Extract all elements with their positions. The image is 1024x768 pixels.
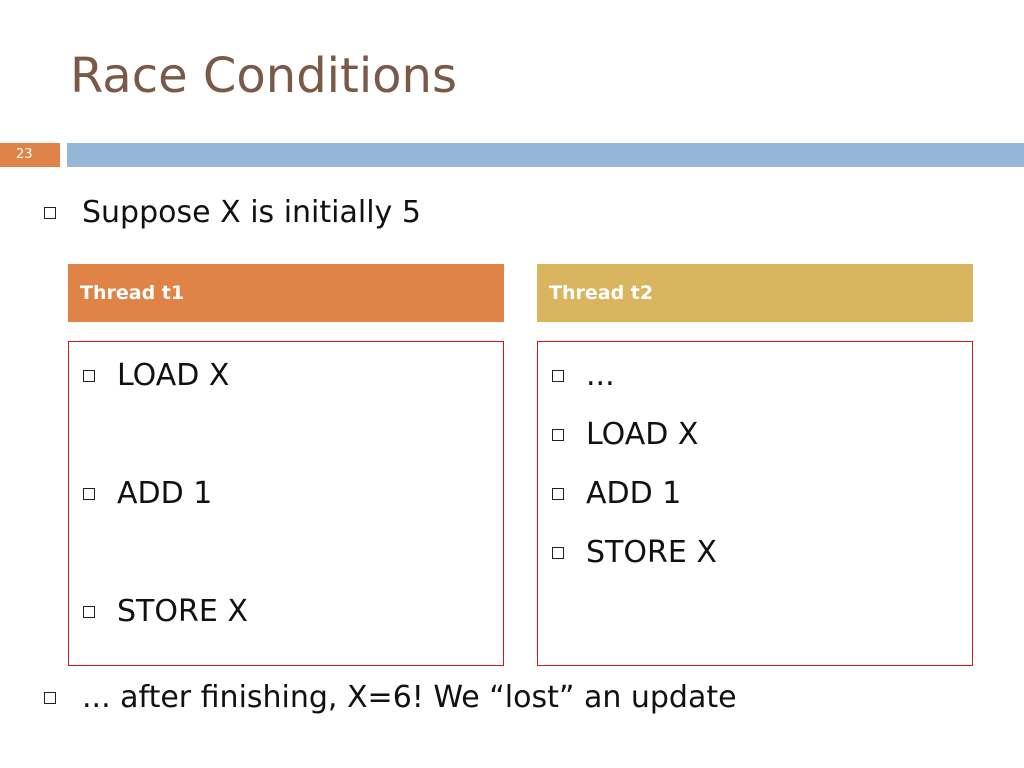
thread-t2-header: Thread t2 (537, 264, 973, 322)
step-text: LOAD X (117, 358, 230, 393)
thread-t1-header-label: Thread t1 (80, 282, 185, 304)
square-bullet-icon (552, 547, 564, 559)
square-bullet-icon (552, 370, 564, 382)
slide-title: Race Conditions (70, 48, 457, 104)
bullet-conclusion: ... after finishing, X=6! We “lost” an u… (44, 678, 737, 718)
square-bullet-icon (552, 488, 564, 500)
step-text: ADD 1 (586, 476, 682, 511)
square-bullet-icon (83, 488, 95, 500)
square-bullet-icon (83, 606, 95, 618)
thread-t2-step: LOAD X (552, 415, 698, 455)
thread-t1-step: ADD 1 (83, 474, 212, 514)
step-text: STORE X (586, 535, 717, 570)
title-divider-bar (67, 143, 1024, 167)
thread-t2-step: STORE X (552, 533, 717, 573)
square-bullet-icon (83, 370, 95, 382)
square-bullet-icon (552, 429, 564, 441)
thread-t2-steps-box: ... LOAD X ADD 1 STORE X (537, 341, 973, 666)
step-text: LOAD X (586, 417, 699, 452)
square-bullet-icon (44, 207, 56, 219)
step-text: ... (586, 358, 615, 393)
thread-t1-header: Thread t1 (68, 264, 504, 322)
page-number: 23 (16, 147, 33, 162)
page-number-badge: 23 (0, 143, 60, 167)
thread-t1-step: STORE X (83, 592, 248, 632)
bullet-text: ... after finishing, X=6! We “lost” an u… (82, 680, 737, 715)
bullet-initial-condition: Suppose X is initially 5 (44, 193, 421, 233)
thread-t1-step: LOAD X (83, 356, 229, 396)
square-bullet-icon (44, 692, 56, 704)
thread-t2-header-label: Thread t2 (549, 282, 654, 304)
step-text: ADD 1 (117, 476, 213, 511)
bullet-text: Suppose X is initially 5 (82, 195, 421, 230)
thread-t2-step: ... (552, 356, 615, 396)
thread-t1-steps-box: LOAD X ADD 1 STORE X (68, 341, 504, 666)
step-text: STORE X (117, 594, 248, 629)
thread-t2-step: ADD 1 (552, 474, 681, 514)
